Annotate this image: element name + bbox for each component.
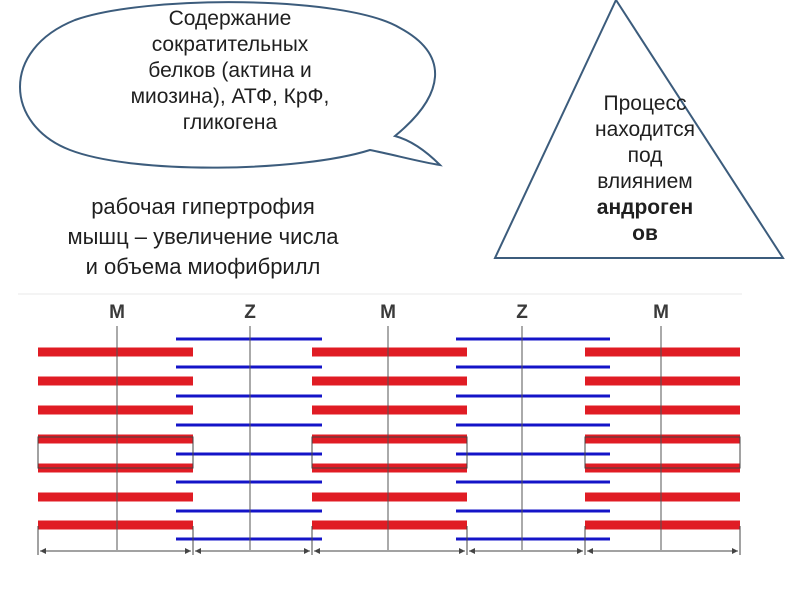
bubble-line: сократительных bbox=[151, 33, 309, 56]
hypertrophy-line: мышц – увеличение числа bbox=[67, 224, 339, 249]
dimension-arrow bbox=[732, 548, 738, 554]
band-outline bbox=[37, 436, 194, 469]
dimension-arrow bbox=[40, 548, 46, 554]
hypertrophy-caption: рабочая гипертрофия мышц – увеличение чи… bbox=[28, 192, 378, 282]
bubble-text: Содержание сократительных белков (актина… bbox=[90, 6, 370, 136]
dimension-arrow bbox=[469, 548, 475, 554]
dimension-arrow bbox=[577, 548, 583, 554]
band-label-m-3: M bbox=[653, 302, 669, 323]
dimension-arrow bbox=[304, 548, 310, 554]
speech-bubble-shape bbox=[19, 1, 443, 169]
triangle-shape bbox=[493, 0, 785, 259]
dimension-arrow bbox=[459, 548, 465, 554]
triangle-bold-line: андроген bbox=[596, 196, 694, 219]
bubble-line: гликогена bbox=[182, 111, 278, 134]
band-label-m-2: M bbox=[380, 302, 396, 323]
band-label-z-1: Z bbox=[244, 302, 256, 323]
triangle-line: находится bbox=[595, 118, 695, 141]
dimension-arrow bbox=[314, 548, 320, 554]
band-outline bbox=[584, 436, 741, 469]
dimension-arrow bbox=[587, 548, 593, 554]
bubble-line: миозина), АТФ, КрФ, bbox=[130, 85, 330, 108]
triangle-text: Процесс находится под влиянием андроген … bbox=[560, 91, 730, 247]
band-label-m-1: M bbox=[109, 302, 125, 323]
hypertrophy-line: рабочая гипертрофия bbox=[91, 194, 315, 219]
dimension-arrow bbox=[185, 548, 191, 554]
dimension-arrow bbox=[195, 548, 201, 554]
band-outline bbox=[311, 436, 468, 469]
triangle-line: Процесс bbox=[603, 92, 687, 115]
triangle-line: влиянием bbox=[597, 170, 693, 193]
hypertrophy-line: и объема миофибрилл bbox=[85, 254, 321, 279]
bubble-line: белков (актина и bbox=[148, 59, 312, 82]
bubble-line: Содержание bbox=[168, 7, 292, 30]
triangle-line: под bbox=[627, 144, 663, 167]
triangle-bold-line: ов bbox=[632, 222, 658, 245]
band-label-z-2: Z bbox=[516, 302, 528, 323]
